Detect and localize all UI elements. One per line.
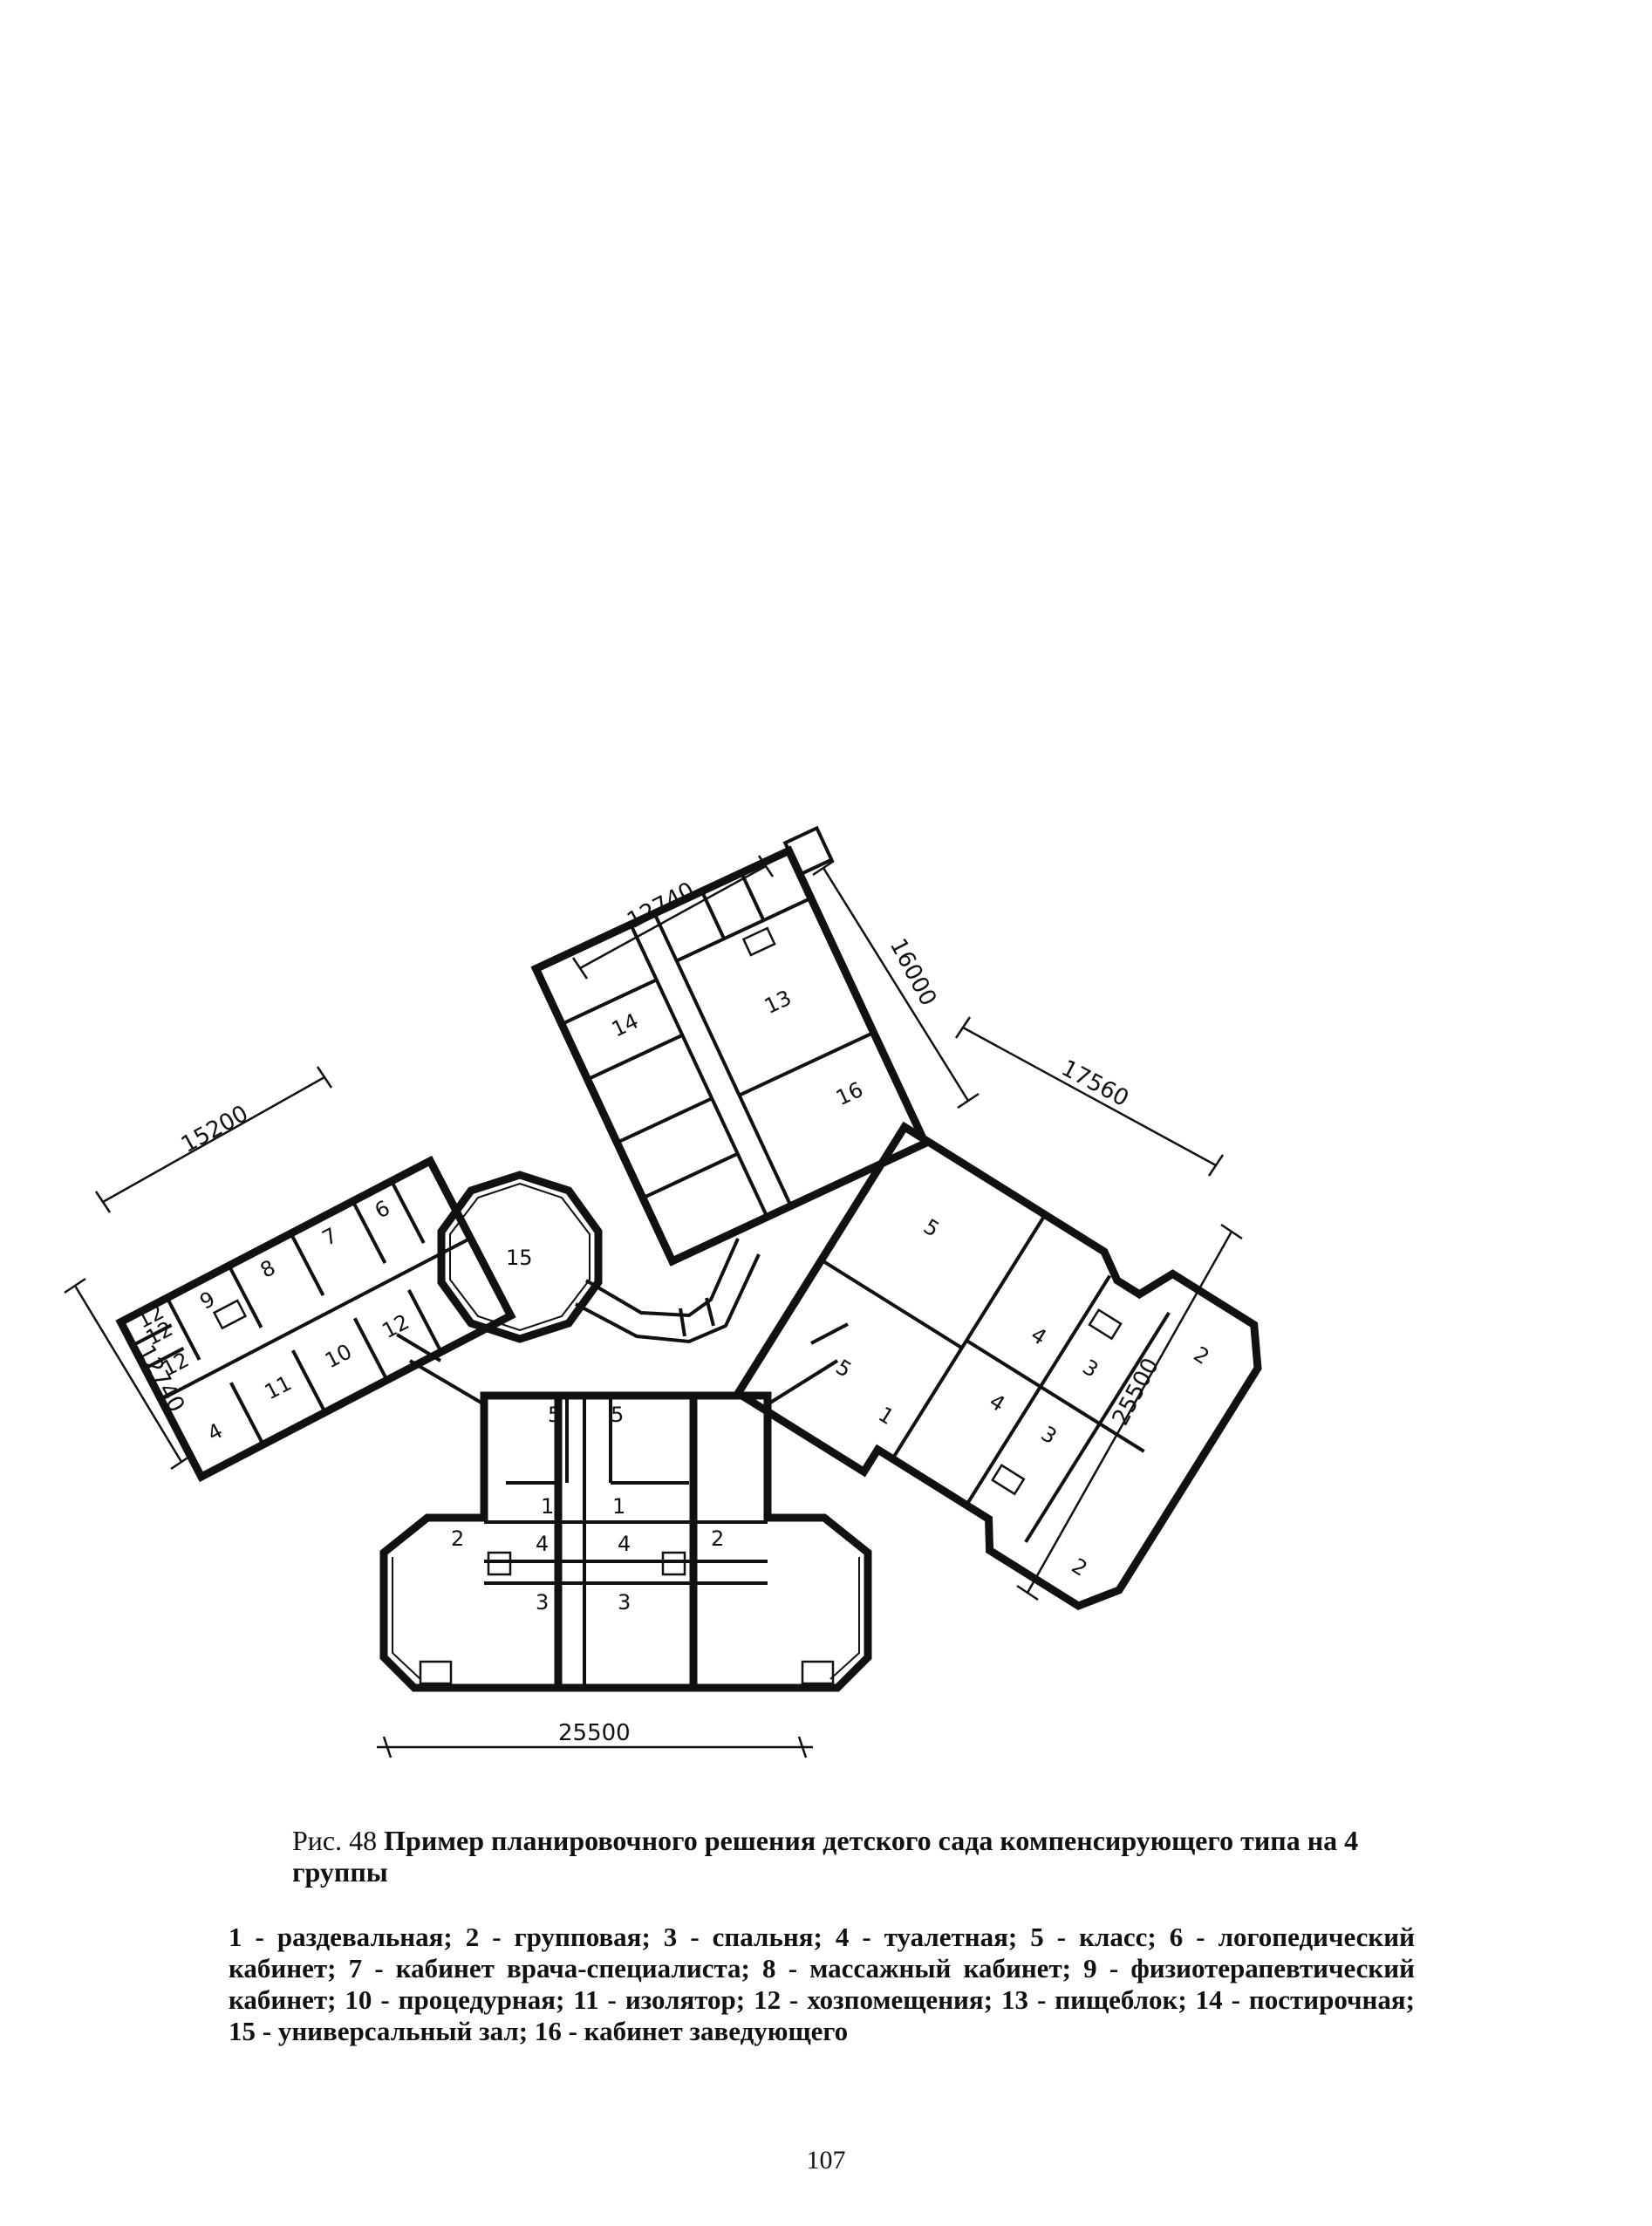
figure-number: 48 (349, 1825, 378, 1856)
room-label: 5 (548, 1403, 561, 1427)
room-label: 6 (371, 1196, 393, 1224)
top-wing: 14 13 16 (530, 825, 931, 1267)
room-label: 3 (1078, 1355, 1102, 1383)
room-label: 5 (831, 1355, 856, 1383)
figure-title: Пример планировочного решения детского с… (292, 1825, 1359, 1888)
left-wing-dimensions: 15200 12740 (64, 1066, 333, 1471)
room-label: 3 (618, 1590, 631, 1615)
figure-prefix: Рис. (292, 1825, 343, 1856)
room-label: 15 (506, 1246, 533, 1270)
dimension-label: 16000 (884, 934, 941, 1010)
bottom-wing: 5 5 1 1 2 2 4 4 3 3 (379, 1391, 872, 1692)
right-wing-dimensions: 17560 25500 (954, 1016, 1243, 1601)
dimension-label: 17560 (1057, 1055, 1133, 1112)
left-wing: 12 12 12 9 8 7 6 4 11 10 12 (115, 1155, 516, 1483)
figure-caption: Рис. 48 Пример планировочного решения де… (292, 1825, 1382, 1888)
room-label: 4 (985, 1389, 1009, 1417)
room-label: 7 (318, 1223, 341, 1251)
room-label: 5 (919, 1214, 944, 1242)
room-label: 1 (541, 1494, 554, 1519)
room-label: 9 (196, 1287, 219, 1314)
room-label: 16 (832, 1077, 867, 1110)
room-label: 3 (1037, 1421, 1062, 1449)
room-label: 4 (618, 1532, 631, 1556)
bottom-dimension: 25500 (377, 1720, 813, 1758)
room-label: 13 (761, 986, 795, 1019)
room-label: 4 (203, 1418, 226, 1446)
room-label: 3 (536, 1590, 549, 1615)
room-label: 12 (379, 1309, 413, 1343)
room-label: 1 (874, 1402, 898, 1430)
right-wing: 5 5 2 2 4 4 3 3 1 (733, 1121, 1262, 1611)
room-label: 5 (611, 1403, 624, 1427)
connector (575, 1238, 761, 1344)
room-label: 4 (536, 1532, 549, 1556)
room-label: 2 (1068, 1553, 1092, 1581)
room-label: 4 (1027, 1322, 1051, 1350)
corridors (395, 1322, 849, 1406)
room-label: 8 (256, 1255, 279, 1283)
dimension-label: 15200 (177, 1101, 253, 1158)
top-wing-dimensions: 12740 16000 (571, 855, 980, 1110)
figure-legend: 1 - раздевальная; 2 - групповая; 3 - спа… (229, 1922, 1415, 2046)
room-label: 2 (451, 1526, 464, 1551)
room-label: 2 (1190, 1342, 1214, 1369)
room-label: 11 (261, 1370, 296, 1404)
dimension-label: 25500 (558, 1720, 631, 1746)
room-label: 1 (612, 1494, 625, 1519)
room-label: 10 (321, 1339, 356, 1373)
page-number: 107 (806, 2146, 846, 2175)
dimension-label: 25500 (1108, 1354, 1164, 1430)
room-label: 2 (711, 1526, 724, 1551)
hall-15: 15 (437, 1171, 603, 1343)
room-label: 14 (608, 1008, 643, 1041)
